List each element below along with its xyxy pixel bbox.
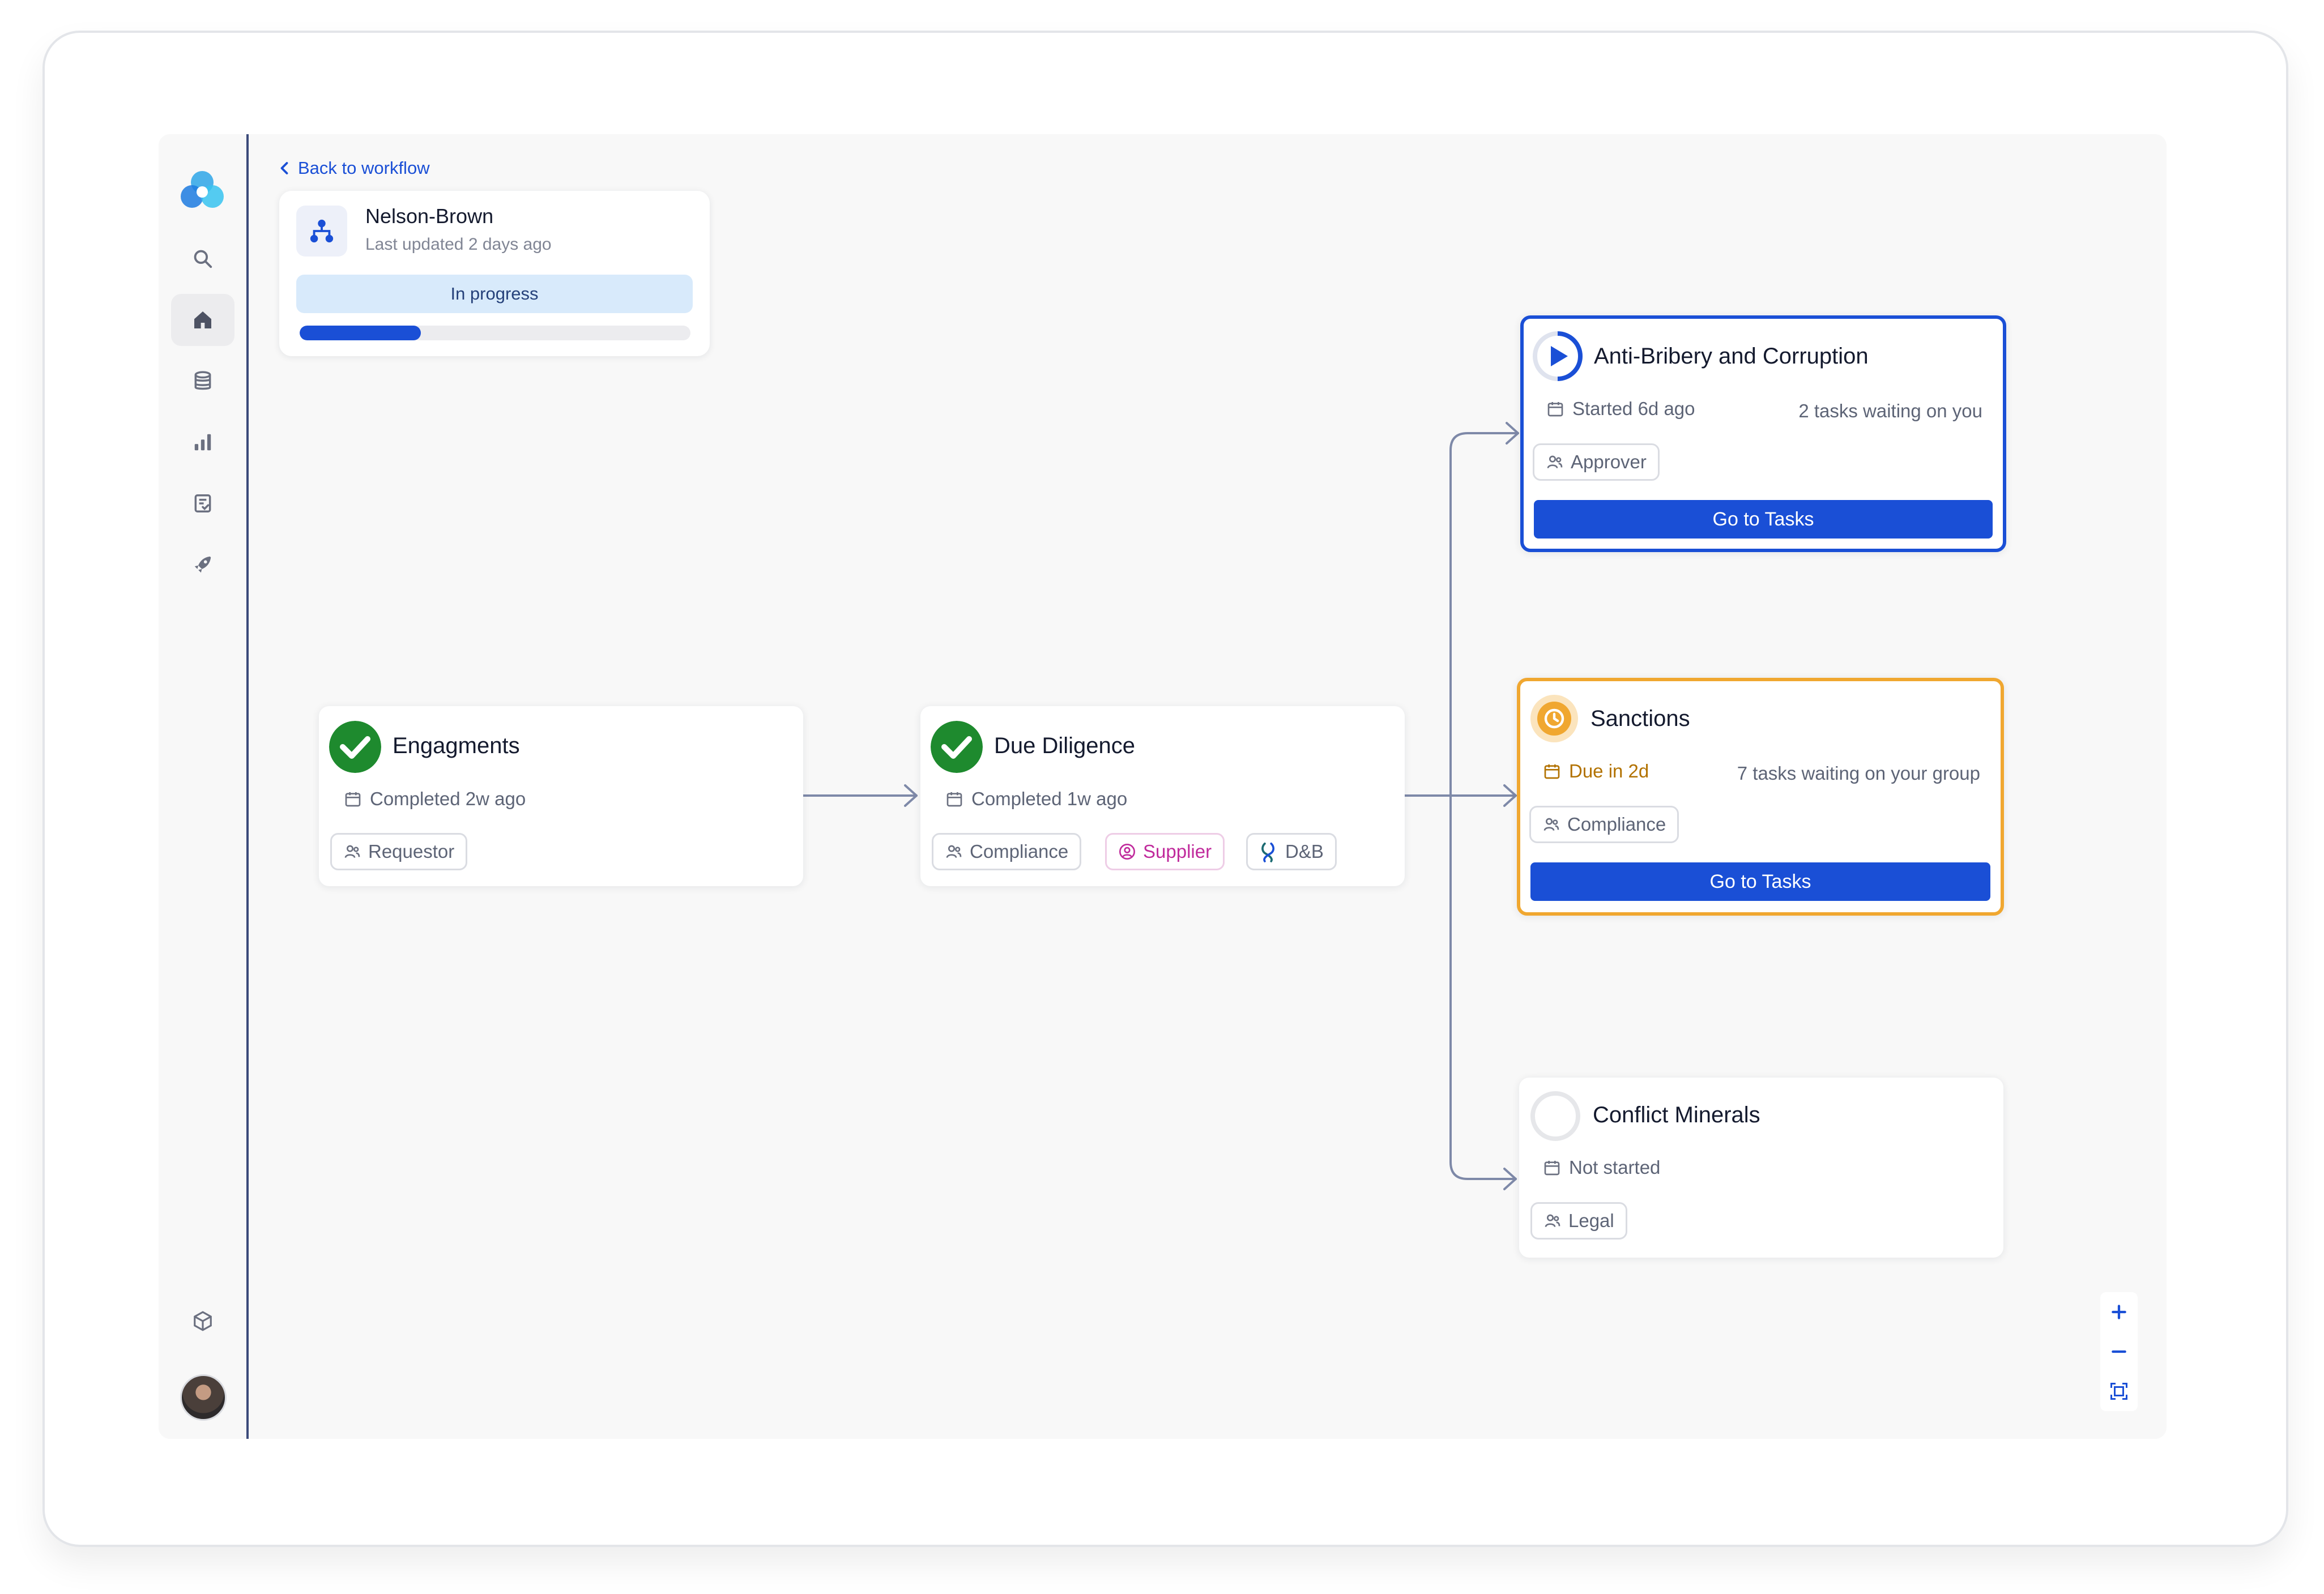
node-status-text: Due in 2d: [1569, 760, 1649, 781]
tag-approver: Approver: [1533, 443, 1660, 481]
zoom-controls: [2100, 1292, 2138, 1411]
node-status-text: Completed 2w ago: [370, 788, 526, 809]
tag-dnb: D&B: [1246, 833, 1337, 870]
analytics-icon[interactable]: [171, 416, 234, 468]
node-title: Due Diligence: [994, 733, 1136, 758]
tasks-waiting-text: 2 tasks waiting on you: [1798, 400, 1982, 421]
check-circle-icon: [329, 721, 381, 773]
search-icon[interactable]: [171, 233, 234, 285]
package-icon[interactable]: [171, 1295, 234, 1347]
fit-view-icon: [2110, 1383, 2127, 1400]
tag-label: Compliance: [970, 841, 1069, 862]
database-icon[interactable]: [171, 355, 234, 407]
node-status-text: Completed 1w ago: [971, 788, 1128, 809]
not-started-circle-icon: [1530, 1091, 1580, 1141]
node-anti-bribery[interactable]: Anti-Bribery and Corruption Started 6d a…: [1520, 315, 2006, 552]
avatar[interactable]: [180, 1374, 227, 1421]
calendar-icon: [946, 792, 962, 807]
tag-label: Compliance: [1567, 814, 1666, 835]
back-to-workflow-link[interactable]: Back to workflow: [279, 151, 430, 185]
edge-to-conflict-minerals: [1449, 794, 1517, 1180]
tag-compliance: Compliance: [932, 833, 1082, 870]
node-engagements[interactable]: Engagments Completed 2w ago Requestor: [319, 706, 803, 886]
users-icon: [344, 845, 360, 858]
tag-label: D&B: [1285, 841, 1324, 862]
arrowhead-conflict-minerals: [1503, 1168, 1517, 1190]
tag-requestor: Requestor: [330, 833, 468, 870]
node-status-text: Started 6d ago: [1572, 398, 1695, 419]
back-link-label: Back to workflow: [298, 158, 430, 178]
node-title: Engagments: [393, 733, 520, 758]
workflow-header-card: Nelson-Brown Last updated 2 days ago In …: [279, 191, 710, 356]
node-status: Completed 1w ago: [945, 788, 1127, 810]
sidebar: [159, 134, 249, 1439]
tag-label: Legal: [1568, 1210, 1614, 1231]
calendar-icon: [1544, 764, 1560, 779]
tag-compliance: Compliance: [1529, 806, 1679, 843]
node-title: Sanctions: [1590, 706, 1690, 731]
node-title: Conflict Minerals: [1593, 1102, 1760, 1127]
calendar-icon: [1544, 1161, 1560, 1176]
node-status: Started 6d ago: [1546, 398, 1695, 420]
node-status: Due in 2d: [1543, 760, 1649, 782]
node-sanctions[interactable]: Sanctions Due in 2d 7 tasks waiting on y…: [1517, 678, 2004, 916]
tag-label: Supplier: [1143, 841, 1212, 862]
arrowhead-due-diligence: [904, 784, 918, 807]
node-due-diligence[interactable]: Due Diligence Completed 1w ago Complianc…: [920, 706, 1405, 886]
status-badge: In progress: [296, 275, 693, 313]
workflow-title: Nelson-Brown: [365, 204, 494, 228]
node-conflict-minerals[interactable]: Conflict Minerals Not started Legal: [1519, 1078, 2003, 1258]
zoom-out-button[interactable]: [2100, 1332, 2138, 1371]
dnb-logo-icon: [1261, 842, 1274, 862]
edge-to-anti-bribery: [1449, 432, 1519, 797]
tasks-waiting-text: 7 tasks waiting on your group: [1737, 763, 1980, 784]
arrowhead-sanctions: [1503, 784, 1517, 807]
check-circle-icon: [931, 721, 983, 773]
chevron-left-icon: [280, 162, 288, 174]
users-icon: [1545, 1214, 1560, 1228]
go-to-tasks-button[interactable]: Go to Tasks: [1534, 500, 1993, 539]
clock-icon: [1530, 695, 1578, 742]
workflow-edges: [801, 422, 1519, 1190]
rocket-icon[interactable]: [171, 539, 234, 591]
fit-view-button[interactable]: [2100, 1371, 2138, 1411]
node-title: Anti-Bribery and Corruption: [1594, 344, 1869, 369]
tag-label: Requestor: [368, 841, 455, 862]
calendar-icon: [1547, 402, 1563, 417]
tag-label: Approver: [1571, 451, 1647, 472]
app-logo-icon[interactable]: [178, 165, 227, 211]
node-status: Completed 2w ago: [344, 788, 526, 810]
workflow-tree-icon: [296, 206, 347, 257]
users-icon: [946, 845, 962, 858]
users-icon: [1547, 455, 1563, 469]
progress-bar-fill: [300, 326, 421, 340]
plus-icon: [2112, 1305, 2126, 1319]
zoom-in-button[interactable]: [2100, 1292, 2138, 1332]
in-progress-play-icon: [1533, 331, 1583, 381]
calendar-icon: [345, 792, 361, 807]
tag-legal: Legal: [1530, 1202, 1627, 1240]
home-icon[interactable]: [171, 294, 234, 346]
progress-bar: [300, 326, 690, 340]
users-icon: [1543, 818, 1559, 831]
go-to-tasks-button[interactable]: Go to Tasks: [1530, 862, 1990, 901]
node-status-text: Not started: [1569, 1157, 1661, 1178]
node-status: Not started: [1543, 1157, 1660, 1178]
tasks-icon[interactable]: [171, 477, 234, 529]
workflow-last-updated: Last updated 2 days ago: [365, 235, 552, 254]
arrowhead-anti-bribery: [1506, 422, 1519, 445]
tag-supplier: Supplier: [1105, 833, 1225, 870]
app-window: Back to workflow Nelson-Brown Last updat…: [159, 134, 2167, 1439]
user-circle-icon: [1119, 844, 1135, 860]
minus-icon: [2112, 1350, 2126, 1353]
